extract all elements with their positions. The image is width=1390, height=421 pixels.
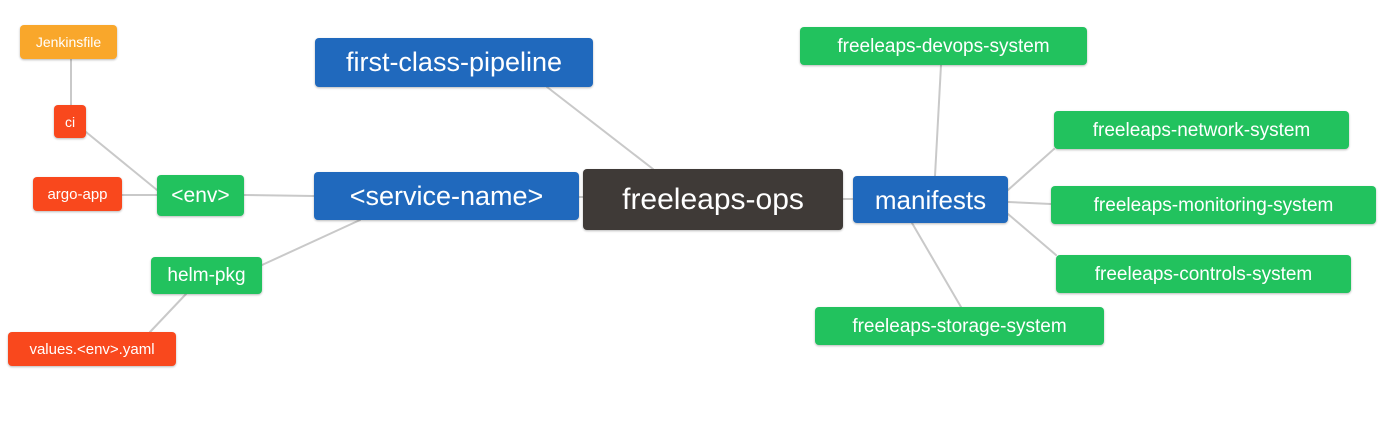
node-argo-app[interactable]: argo-app <box>33 177 122 211</box>
edge-manifests-monitoring <box>1007 201 1052 205</box>
edge-first-class-pipeline-freeleaps-ops <box>546 86 654 170</box>
node-service-name[interactable]: <service-name> <box>314 172 579 220</box>
node-label-freeleaps-ops: freeleaps-ops <box>622 182 804 216</box>
node-freeleaps-devops-system[interactable]: freeleaps-devops-system <box>800 27 1087 65</box>
edge-env-service-name <box>243 194 315 197</box>
node-values-yaml[interactable]: values.<env>.yaml <box>8 332 176 366</box>
node-freeleaps-network-system[interactable]: freeleaps-network-system <box>1054 111 1349 149</box>
node-freeleaps-monitoring-system[interactable]: freeleaps-monitoring-system <box>1051 186 1376 224</box>
node-label-env: <env> <box>171 184 230 207</box>
node-label-argo-app: argo-app <box>47 185 108 203</box>
node-helm-pkg[interactable]: helm-pkg <box>151 257 262 294</box>
edge-manifests-devops <box>934 64 942 177</box>
edge-values-yaml-helm-pkg <box>149 293 187 333</box>
edge-manifests-network <box>1007 148 1055 191</box>
node-jenkinsfile[interactable]: Jenkinsfile <box>20 25 117 59</box>
node-label-freeleaps-monitoring-system: freeleaps-monitoring-system <box>1093 194 1334 216</box>
node-label-freeleaps-storage-system: freeleaps-storage-system <box>852 315 1067 337</box>
node-freeleaps-ops[interactable]: freeleaps-ops <box>583 169 843 230</box>
node-ci[interactable]: ci <box>54 105 86 138</box>
node-freeleaps-controls-system[interactable]: freeleaps-controls-system <box>1056 255 1351 293</box>
node-label-manifests: manifests <box>874 184 987 215</box>
node-label-freeleaps-controls-system: freeleaps-controls-system <box>1094 263 1313 285</box>
edge-manifests-controls <box>1007 213 1057 256</box>
edge-helm-pkg-service-name <box>261 219 361 266</box>
node-label-service-name: <service-name> <box>349 180 544 211</box>
node-manifests[interactable]: manifests <box>853 176 1008 223</box>
node-label-jenkinsfile: Jenkinsfile <box>35 34 102 50</box>
node-label-first-class-pipeline: first-class-pipeline <box>345 47 563 77</box>
edge-manifests-storage <box>911 222 962 308</box>
node-label-helm-pkg: helm-pkg <box>167 265 246 286</box>
node-label-values-yaml: values.<env>.yaml <box>29 340 155 358</box>
node-label-freeleaps-network-system: freeleaps-network-system <box>1092 119 1311 141</box>
node-label-ci: ci <box>64 113 76 130</box>
node-label-freeleaps-devops-system: freeleaps-devops-system <box>837 35 1050 57</box>
node-freeleaps-storage-system[interactable]: freeleaps-storage-system <box>815 307 1104 345</box>
node-first-class-pipeline[interactable]: first-class-pipeline <box>315 38 593 87</box>
node-env[interactable]: <env> <box>157 175 244 216</box>
